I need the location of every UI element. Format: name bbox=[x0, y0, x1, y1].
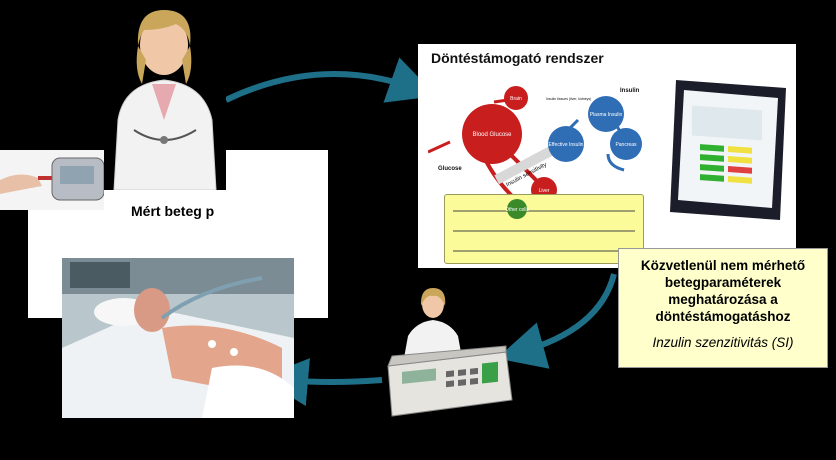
info-main-text: Közvetlenül nem mérhető betegparaméterek… bbox=[640, 258, 806, 324]
glucose-insulin-diagram: Insulin sensitivity Brain Blood Glucose … bbox=[428, 86, 642, 202]
patient-photo bbox=[62, 258, 294, 418]
node-plasma-insulin bbox=[588, 96, 624, 132]
node-other-cells-label: Other cells bbox=[505, 207, 529, 213]
insulin-label: Insulin bbox=[620, 88, 640, 94]
node-blood-glucose bbox=[462, 104, 522, 164]
node-effective-insulin-label: Effective Insulin bbox=[549, 142, 584, 148]
info-sub-text: Inzulin szenzitivitás (SI) bbox=[652, 335, 794, 350]
info-box: Közvetlenül nem mérhető betegparaméterek… bbox=[618, 248, 828, 368]
node-brain-label: Brain bbox=[510, 96, 522, 102]
node-effective-insulin bbox=[548, 126, 584, 162]
node-other-cells bbox=[507, 199, 527, 219]
node-blood-glucose-label: Blood Glucose bbox=[472, 132, 512, 138]
insulin-tissues-label: Insulin tissues (liver, kidneys) bbox=[546, 97, 591, 101]
equation-box: Other cells bbox=[444, 194, 644, 264]
tablet-image bbox=[670, 80, 786, 220]
arrow-doctor-to-dss bbox=[224, 57, 437, 103]
node-plasma-insulin-label: Plasma Insulin bbox=[590, 112, 623, 118]
infusion-pump-image bbox=[382, 344, 514, 420]
measured-patient-label: Mért beteg p bbox=[131, 203, 215, 219]
arrow-dss-to-pump bbox=[496, 273, 617, 369]
node-pancreas-label: Pancreas bbox=[615, 142, 637, 148]
dss-title: Döntéstámogató rendszer bbox=[431, 50, 604, 66]
glucose-label: Glucose bbox=[438, 166, 462, 172]
glucometer-image bbox=[0, 150, 104, 210]
node-liver-label: Liver bbox=[539, 188, 550, 194]
node-brain bbox=[504, 86, 528, 110]
doctor-top-image bbox=[104, 0, 226, 190]
node-pancreas bbox=[610, 128, 642, 160]
doctor-small-image bbox=[398, 284, 468, 358]
arrow-pump-to-patient bbox=[260, 358, 383, 406]
